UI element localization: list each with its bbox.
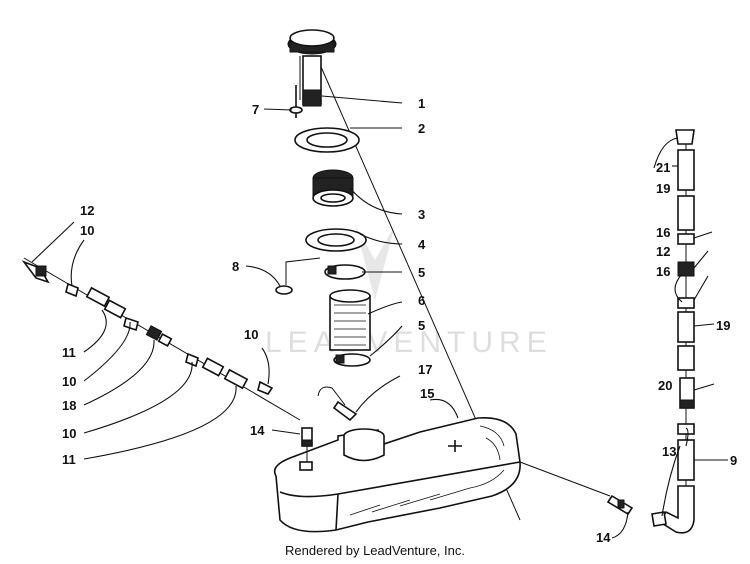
callout-19-upper: 19 [656, 181, 670, 196]
part-4-flange [305, 228, 367, 252]
callout-3: 3 [418, 207, 425, 222]
part-6-filler-hose [329, 289, 371, 351]
left-fuel-line-assembly [21, 257, 301, 421]
part-2-gasket [294, 127, 360, 153]
callout-19-lower: 19 [716, 318, 730, 333]
part-3-neck [312, 169, 354, 207]
part-7-pin [289, 85, 303, 118]
footer-credit: Rendered by LeadVenture, Inc. [285, 543, 465, 558]
callout-7: 7 [252, 102, 259, 117]
callout-6: 6 [418, 293, 425, 308]
callout-1: 1 [418, 96, 425, 111]
callout-14-left: 14 [250, 423, 265, 438]
callout-17: 17 [418, 362, 432, 377]
watermark-text: LEADVENTURE [265, 326, 553, 359]
part-14-fitting-right [606, 494, 634, 516]
callout-11-lower: 11 [62, 452, 76, 467]
callout-12-right: 12 [656, 244, 670, 259]
callout-2: 2 [418, 121, 425, 136]
callout-21: 21 [656, 160, 670, 175]
callout-14-right: 14 [596, 530, 611, 545]
callout-8: 8 [232, 259, 239, 274]
callout-13: 13 [662, 444, 676, 459]
callout-5-lower: 5 [418, 318, 425, 333]
right-fuel-line-assembly [651, 129, 695, 534]
part-8-washer [275, 257, 321, 295]
part-15-fuel-tank [273, 417, 521, 533]
part-21-cap [675, 129, 695, 145]
callout-20: 20 [658, 378, 672, 393]
part-17-vent-hook [317, 386, 358, 422]
callout-12-left: 12 [80, 203, 94, 218]
callout-4: 4 [418, 237, 426, 252]
callout-10-mid: 10 [244, 327, 258, 342]
callout-10-lower-a: 10 [62, 374, 76, 389]
callout-5-upper: 5 [418, 265, 425, 280]
leader-lines [31, 95, 728, 539]
callout-10-left: 10 [80, 223, 94, 238]
callout-18: 18 [62, 398, 76, 413]
part-5-clamp-lower [333, 353, 371, 367]
part-14-fitting-left [301, 427, 313, 462]
callouts: 1 2 3 4 5 6 5 17 15 7 8 10 14 14 12 10 1… [62, 96, 737, 545]
callout-15: 15 [420, 386, 434, 401]
callout-10-lower-b: 10 [62, 426, 76, 441]
pickup-line [519, 461, 611, 497]
callout-9: 9 [730, 453, 737, 468]
fuel-cap-assembly [287, 29, 337, 107]
callout-16-lower: 16 [656, 264, 670, 279]
callout-11-upper: 11 [62, 345, 76, 360]
callout-16-upper: 16 [656, 225, 670, 240]
part-5-clamp-upper [324, 264, 366, 280]
